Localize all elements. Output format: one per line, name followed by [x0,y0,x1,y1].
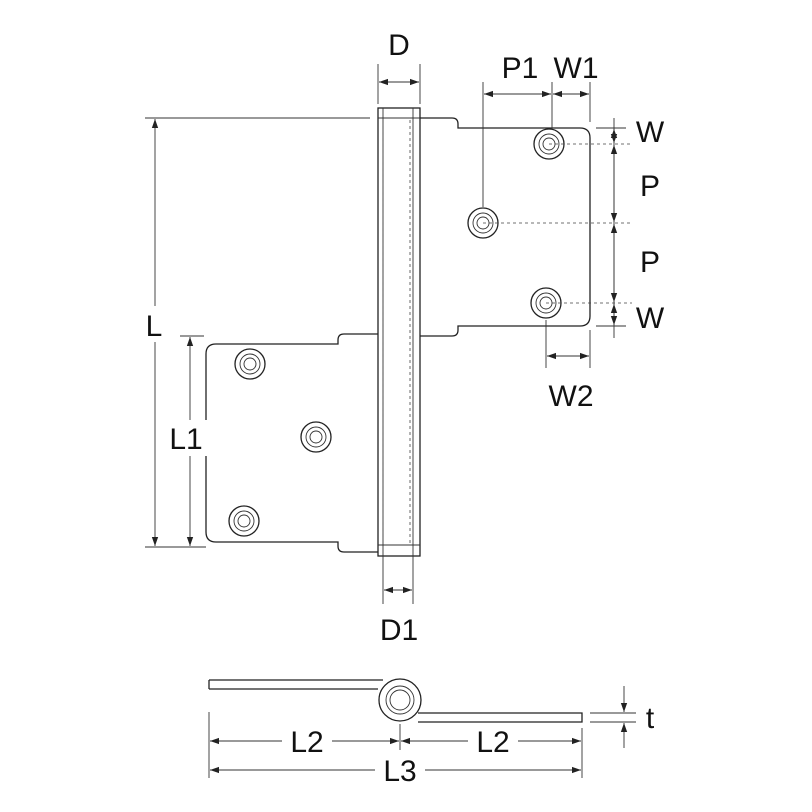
dimension-L: L [138,117,370,548]
hole-center-lines [483,143,632,304]
label-L1: L1 [169,423,202,456]
dimension-P1-W1: P1 W1 [482,52,599,207]
dimension-L2-L3: L2 L2 L3 [208,712,583,788]
screw-hole-left-top [234,348,266,380]
dimension-t: t [590,686,655,748]
dimension-D: D [377,29,421,104]
dimension-W-P-P-W: W P P W [596,116,665,338]
label-t: t [646,702,655,735]
label-P-bottom: P [640,246,660,279]
dimension-L1: L1 [164,335,210,548]
label-L3: L3 [383,755,416,788]
screw-hole-left-middle [300,421,332,453]
label-L2-right: L2 [476,726,509,759]
left-leaf [205,333,378,553]
hinge-knuckle [377,107,421,557]
label-W-top: W [636,116,665,149]
label-P1: P1 [502,52,539,85]
label-W2: W2 [549,380,594,413]
dimension-D1: D1 [380,556,418,647]
label-L: L [146,310,163,343]
label-W-bottom: W [636,302,665,335]
hinge-side-view [208,678,583,723]
screw-hole-left-bottom [228,505,260,537]
label-W1: W1 [554,52,599,85]
label-P-top: P [640,170,660,203]
label-D1: D1 [380,614,418,647]
label-D: D [388,29,410,62]
right-leaf [420,117,591,337]
label-L2-left: L2 [290,726,323,759]
dimension-W2: W2 [545,320,594,413]
